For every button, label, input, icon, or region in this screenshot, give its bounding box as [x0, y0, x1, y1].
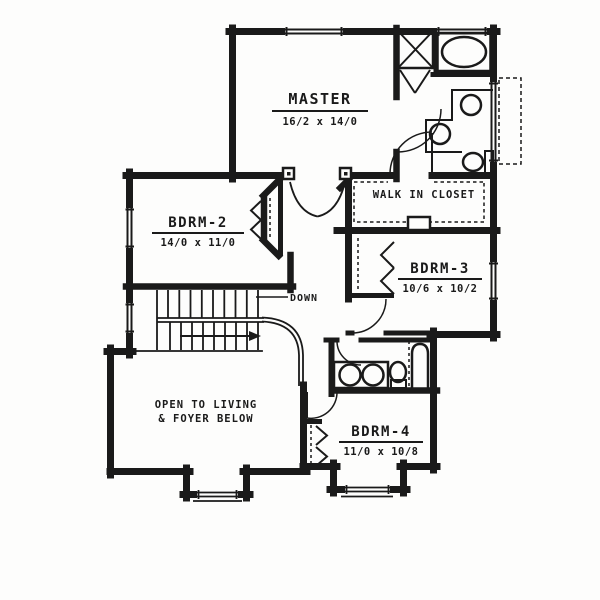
window-open-bay-icon — [193, 490, 242, 502]
double-sink-icon — [332, 360, 390, 390]
bdrm2-closet — [249, 175, 284, 261]
hallbath-door-arc — [336, 340, 362, 366]
master-dims: 16/2 x 14/0 — [282, 116, 357, 128]
tub-icon — [436, 31, 492, 73]
bdrm2-label: BDRM-2 — [168, 215, 228, 231]
staircase — [156, 290, 304, 386]
bdrm4-closet — [300, 419, 329, 467]
bdrm2-dims: 14/0 x 11/0 — [160, 237, 235, 249]
bdrm4-door-arc — [306, 391, 338, 420]
stair-treads-upper — [167, 290, 259, 318]
bdrm3-dims: 10/6 x 10/2 — [402, 283, 477, 295]
window-bdrm4-bay-icon — [341, 485, 393, 498]
bdrm4-dims: 11/0 x 10/8 — [343, 446, 418, 458]
bdrm4-label: BDRM-4 — [351, 424, 411, 440]
window-stair-left-icon — [125, 303, 134, 333]
bdrm3-door-arc — [351, 298, 387, 334]
shower-icon — [396, 29, 435, 70]
labels: MASTER 16/2 x 14/0 BDRM-2 14/0 x 11/0 BD… — [152, 90, 482, 458]
window-bdrm3-right-icon — [489, 262, 499, 300]
arrow-head-icon — [249, 331, 261, 341]
wic-door-arc — [389, 131, 433, 175]
wic-wall-stub — [406, 215, 432, 232]
railing-curve-outer — [261, 316, 304, 386]
bifold-door-icon — [379, 241, 395, 295]
stair-mid-rail — [157, 317, 264, 323]
window-bdrm2-left-icon — [125, 208, 134, 248]
master-bath — [396, 29, 494, 174]
double-sink-icon — [425, 89, 493, 153]
master-double-door-arc-left — [289, 181, 318, 218]
walls — [103, 24, 501, 502]
window-master-top-icon — [285, 27, 343, 36]
railing-curve-inner — [261, 320, 300, 386]
window-masterbath-top-icon — [437, 27, 487, 36]
post-icon — [338, 166, 353, 181]
window-masterbath-right-icon — [489, 77, 522, 165]
master-double-door-arc-right — [317, 181, 346, 218]
masterbath-door-arc — [397, 108, 442, 153]
open-below-label-line1: OPEN TO LIVING — [155, 399, 258, 411]
bifold-door-icon — [315, 425, 329, 467]
hall-bath — [332, 340, 430, 390]
toilet-icon — [461, 150, 494, 174]
closets — [249, 175, 485, 467]
master-label: MASTER — [288, 90, 351, 108]
open-below-label-line2: & FOYER BELOW — [158, 413, 253, 425]
down-label: DOWN — [290, 293, 318, 304]
wic-shelving — [353, 181, 485, 232]
post-icon — [281, 166, 296, 181]
tub-icon — [410, 342, 430, 388]
posts — [281, 166, 353, 181]
walk-in-closet-label: WALK IN CLOSET — [373, 189, 476, 201]
bdrm3-label: BDRM-3 — [410, 261, 470, 277]
deck-dashed-outline — [498, 77, 522, 165]
bifold-door-icon — [249, 200, 262, 240]
windows — [125, 27, 522, 502]
bdrm3-closet — [350, 238, 395, 298]
toilet-icon — [388, 360, 408, 389]
linen-icon — [399, 69, 431, 94]
doors — [289, 131, 433, 420]
